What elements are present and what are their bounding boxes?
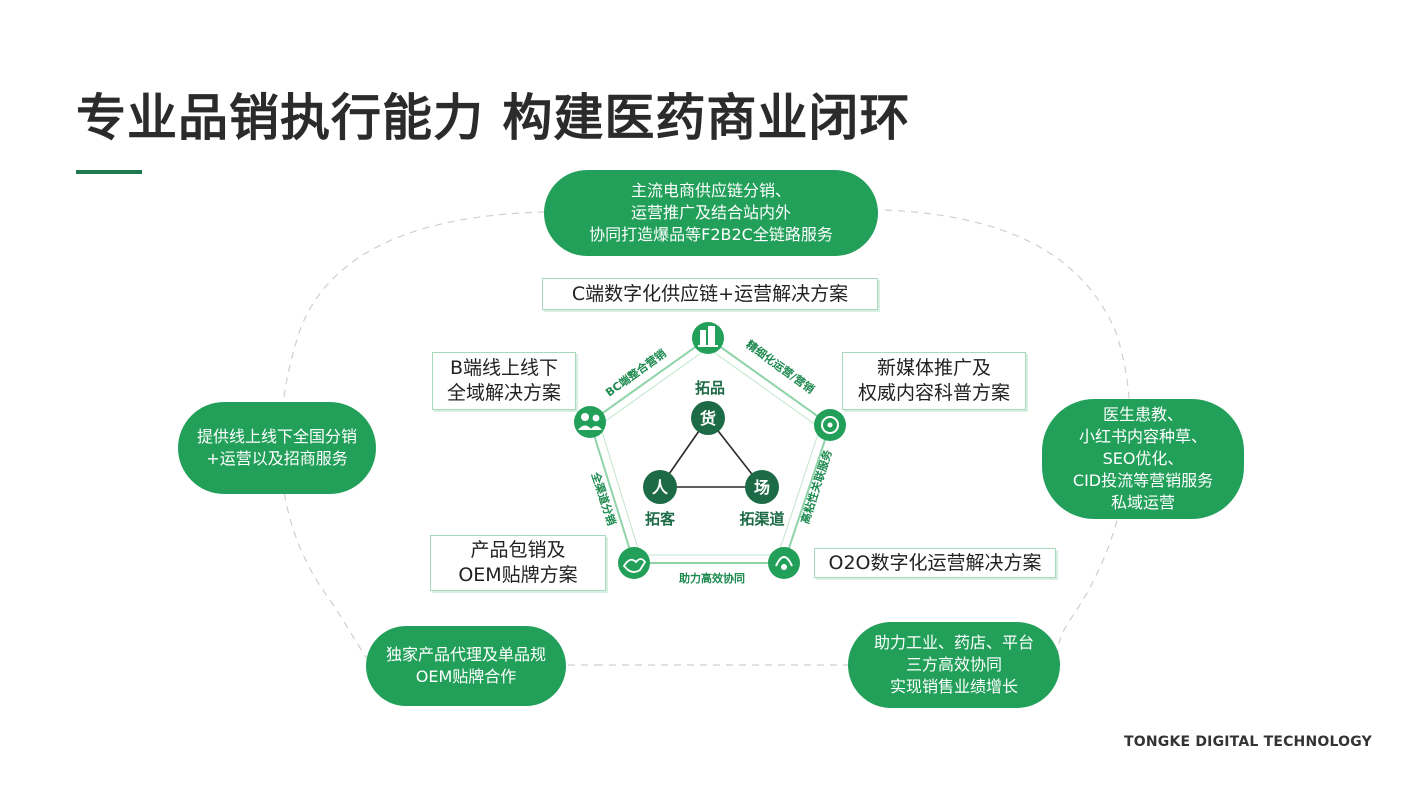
pentagon-outline <box>588 336 832 564</box>
page-title: 专业品销执行能力 构建医药商业闭环 <box>76 89 911 147</box>
pill-bottom-right-growth: 助力工业、药店、平台 三方高效协同 实现销售业绩增长 <box>848 622 1060 708</box>
place-char: 场 <box>754 478 770 497</box>
box-c-end-text: C端数字化供应链+运营解决方案 <box>571 282 849 305</box>
pill-br-line-3: 实现销售业绩增长 <box>889 677 1018 696</box>
pill-right-line-4: CID投流等营销服务 <box>1072 471 1214 490</box>
pill-left-line-1: 提供线上线下全国分销 <box>196 427 357 446</box>
pill-br-line-1: 助力工业、药店、平台 <box>873 633 1034 652</box>
goods-node: 货 <box>691 401 725 435</box>
box-b-end-line-1: B端线上线下 <box>449 357 559 379</box>
box-new-media-solution: 新媒体推广及 权威内容科普方案 <box>842 352 1026 410</box>
box-b-end-solution: B端线上线下 全域解决方案 <box>432 352 576 410</box>
service-icon <box>768 547 800 579</box>
pill-left-distribution: 提供线上线下全国分销 +运营以及招商服务 <box>178 402 376 494</box>
pill-top-f2b2c: 主流电商供应链分销、 运营推广及结合站内外 协同打造爆品等F2B2C全链路服务 <box>544 170 878 256</box>
box-o2o-text: O2O数字化运营解决方案 <box>828 551 1042 574</box>
people-char: 人 <box>652 478 669 497</box>
core-triangle <box>658 416 764 488</box>
pill-bl-line-2: OEM贴牌合作 <box>415 667 517 686</box>
building-icon <box>692 322 724 354</box>
pill-top-line-2: 运营推广及结合站内外 <box>630 203 791 222</box>
place-node: 场 <box>745 470 779 504</box>
pill-top-line-1: 主流电商供应链分销、 <box>630 181 791 200</box>
box-c-end-solution: C端数字化供应链+运营解决方案 <box>542 278 878 310</box>
edge-label-bottom: 助力高效协同 <box>679 571 745 585</box>
pill-right-line-1: 医生患教、 <box>1102 405 1183 424</box>
box-new-media-line-1: 新媒体推广及 <box>876 357 991 379</box>
pill-right-line-5: 私域运营 <box>1110 493 1175 512</box>
box-b-end-line-2: 全域解决方案 <box>446 382 561 404</box>
people-icon <box>574 406 606 438</box>
people-label: 拓客 <box>645 510 676 528</box>
pill-right-line-2: 小红书内容种草、 <box>1078 427 1207 446</box>
box-product-line-1: 产品包销及 <box>470 539 566 561</box>
box-new-media-line-2: 权威内容科普方案 <box>857 382 1010 404</box>
pill-bl-line-1: 独家产品代理及单品规 <box>385 645 546 664</box>
goods-char: 货 <box>700 409 716 428</box>
people-node: 人 <box>643 470 677 504</box>
pill-bottom-left-oem: 独家产品代理及单品规 OEM贴牌合作 <box>366 626 566 706</box>
title-underline <box>76 170 142 174</box>
pentagon-inner <box>599 347 821 556</box>
handshake-icon <box>618 547 650 579</box>
box-product-oem-solution: 产品包销及 OEM贴牌方案 <box>430 535 606 591</box>
company-footer: TONGKE DIGITAL TECHNOLOGY <box>1124 734 1372 750</box>
edge-label-top-right: 精细化运营/营销 <box>743 337 817 396</box>
place-label: 拓渠道 <box>739 510 784 528</box>
pill-top-line-3: 协同打造爆品等F2B2C全链路服务 <box>589 225 833 244</box>
edge-label-right: 高粘性关联服务 <box>798 447 835 526</box>
pill-right-marketing: 医生患教、 小红书内容种草、 SEO优化、 CID投流等营销服务 私域运营 <box>1042 399 1244 519</box>
goods-label: 拓品 <box>695 379 725 397</box>
pill-right-line-3: SEO优化、 <box>1102 449 1184 468</box>
box-product-line-2: OEM贴牌方案 <box>458 564 578 586</box>
pill-br-line-2: 三方高效协同 <box>905 655 1002 674</box>
box-o2o-solution: O2O数字化运营解决方案 <box>814 548 1056 578</box>
pill-left-line-2: +运营以及招商服务 <box>206 449 348 468</box>
network-icon <box>814 409 846 441</box>
